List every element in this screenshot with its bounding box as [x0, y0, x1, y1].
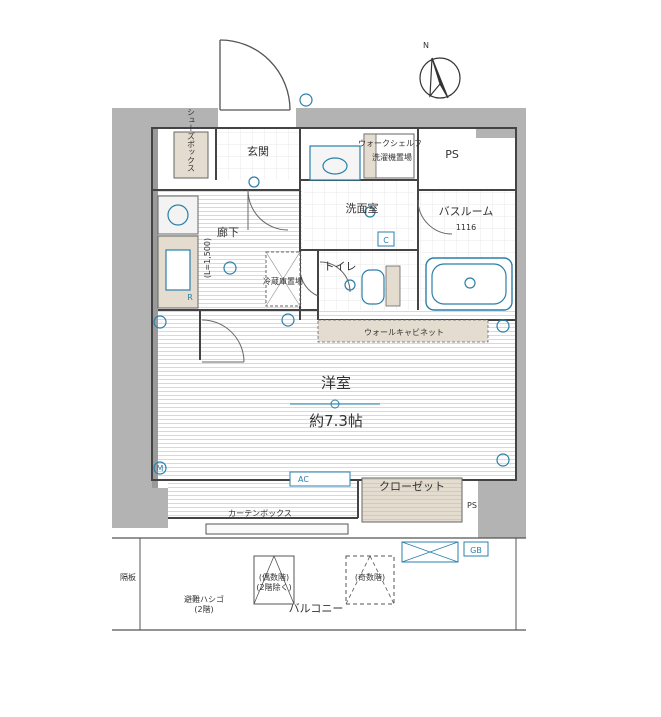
interior-doors: [201, 189, 453, 363]
window: [205, 523, 349, 535]
balcony: [112, 537, 526, 631]
curtain-box-label: カーテンボックス: [228, 509, 292, 518]
hallway-label: 廊下: [217, 225, 239, 239]
m-mark: M: [157, 464, 164, 473]
even-floor-label: (偶数階): [259, 572, 289, 582]
balcony-label: バルコニー: [289, 602, 344, 615]
wall-cabinet: ウォールキャビネット: [317, 319, 489, 343]
wall-cabinet-label: ウォールキャビネット: [364, 328, 444, 337]
except-2f-label: (2階除く): [256, 582, 291, 592]
fridge-space: 冷蔵庫置場: [263, 251, 303, 307]
wash-basin: [309, 145, 361, 181]
western-room-size: 約7.3帖: [309, 412, 363, 430]
hallway-dimension: (L=1,500): [203, 238, 212, 278]
c-mark: C: [377, 231, 395, 247]
washer-area: 洗濯機置場: [363, 133, 415, 179]
entrance-door: [219, 39, 291, 111]
ac-unit: AC: [289, 471, 351, 487]
odd-floor-label: (奇数階): [355, 572, 385, 582]
walk-shelf-label: ウォークシェルフ: [358, 139, 422, 148]
ps-bottom-label: PS: [467, 501, 477, 510]
fridge-label: 冷蔵庫置場: [263, 276, 303, 286]
r-mark: R: [187, 293, 193, 302]
kitchen: [157, 195, 199, 309]
ceiling-light-icon: [290, 399, 380, 409]
c-mark-label: C: [383, 236, 389, 245]
washer-label: 洗濯機置場: [372, 152, 412, 162]
compass-n-label: N: [423, 41, 429, 50]
western-room-label: 洋室: [321, 374, 351, 392]
evac-ladder-floor: (2階): [194, 604, 213, 614]
outer-walls: [112, 108, 526, 538]
toilet-fixture: [361, 265, 401, 307]
closet-label: クローゼット: [379, 480, 445, 493]
gb-label: GB: [470, 546, 482, 555]
toilet-label: トイレ: [324, 260, 357, 273]
equipment-symbols: [153, 93, 510, 475]
closet: クローゼット: [361, 477, 463, 523]
ac-label: AC: [298, 475, 309, 484]
shoe-box-label: シューズボックス: [187, 108, 196, 172]
evac-ladder-label: 避難ハシゴ: [184, 594, 224, 604]
bathtub: [425, 257, 513, 311]
bathroom-label: バスルーム: [439, 205, 494, 218]
compass-icon: [419, 57, 461, 99]
shoe-box: シューズボックス: [173, 108, 209, 179]
ps-top-label: PS: [445, 148, 459, 161]
partition-label: 隔板: [120, 572, 136, 582]
washroom-label: 洗面室: [346, 201, 379, 215]
bathroom-size: 1116: [456, 223, 476, 232]
genkan-label: 玄関: [247, 144, 269, 158]
